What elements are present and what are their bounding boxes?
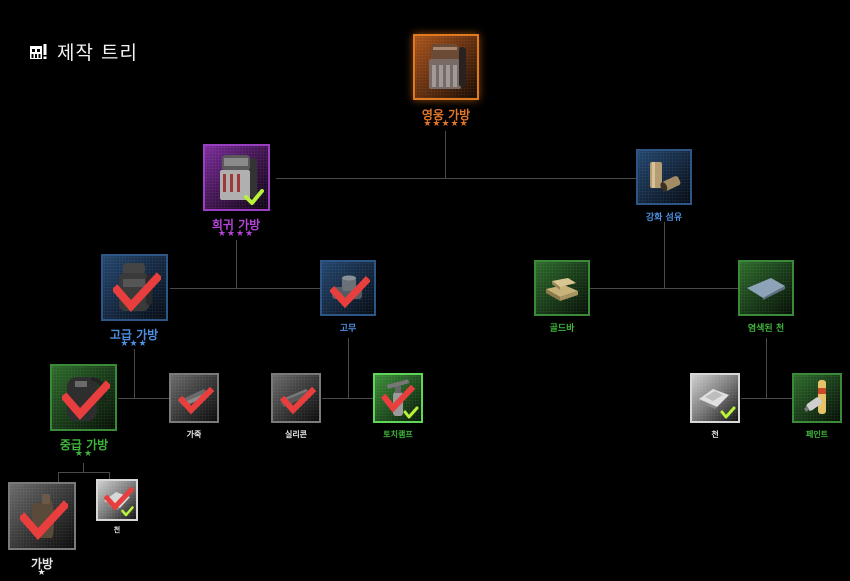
connector-line	[766, 338, 767, 398]
connector-line	[590, 288, 738, 289]
connector-line	[134, 349, 135, 398]
item-label: 중급 가방	[59, 438, 109, 452]
item-label: 천	[113, 526, 121, 534]
paint-icon	[794, 375, 840, 421]
item-bag[interactable]	[8, 482, 76, 550]
item-label: 고무	[339, 324, 357, 334]
rarity-stars: ★★	[74, 449, 94, 459]
item-hero-bag[interactable]	[413, 34, 479, 100]
gold-bar-icon	[536, 262, 588, 314]
item-label: 가방	[30, 557, 54, 571]
connector-line	[664, 222, 665, 288]
connector-line	[109, 472, 110, 480]
rarity-stars: ★	[37, 568, 47, 578]
owned-check-icon	[403, 406, 419, 419]
item-label: 페인트	[805, 430, 829, 439]
item-cloth[interactable]	[690, 373, 740, 423]
title-label: 제작 트리	[57, 42, 138, 64]
crafting-tree-icon	[30, 44, 47, 59]
item-label: 천	[711, 430, 719, 439]
rarity-stars: ★★★	[120, 339, 148, 349]
item-silicone[interactable]	[271, 373, 321, 423]
connector-line	[741, 398, 792, 399]
item-cloth-small[interactable]	[96, 479, 138, 521]
crafted-check-icon	[381, 385, 415, 413]
owned-check-icon	[121, 506, 134, 517]
item-label: 실리콘	[284, 430, 308, 439]
item-reinforced-fiber[interactable]	[636, 149, 692, 205]
crafted-check-icon	[113, 272, 161, 312]
rarity-stars: ★★★★	[217, 229, 255, 239]
connector-line	[58, 472, 59, 482]
item-advanced-bag[interactable]	[101, 254, 168, 321]
connector-line	[118, 398, 169, 399]
item-label: 영웅 가방	[421, 108, 471, 122]
connector-line	[83, 463, 84, 473]
connector-line	[236, 240, 237, 288]
crafted-check-icon	[280, 387, 316, 415]
crafted-check-icon	[178, 387, 214, 415]
crafted-check-icon	[104, 487, 134, 511]
item-label: 골드바	[549, 324, 575, 334]
item-leather[interactable]	[169, 373, 219, 423]
grid-texture	[638, 151, 690, 203]
connector-line	[276, 178, 636, 179]
item-label: 가죽	[186, 430, 202, 439]
item-dyed-cloth[interactable]	[738, 260, 794, 316]
cloth-icon	[692, 375, 738, 421]
rarity-stars: ★★★★★	[423, 119, 469, 129]
item-rare-bag[interactable]	[203, 144, 270, 211]
item-label: 희귀 가방	[211, 218, 261, 232]
owned-check-icon	[244, 189, 264, 205]
item-label: 토치램프	[383, 430, 413, 439]
item-medium-bag[interactable]	[50, 364, 117, 431]
item-gold-bar[interactable]	[534, 260, 590, 316]
connector-line	[170, 288, 320, 289]
connector-line	[322, 398, 373, 399]
crafted-check-icon	[62, 380, 110, 420]
connector-line	[445, 131, 446, 179]
item-label: 염색된 천	[747, 324, 785, 334]
item-rubber[interactable]	[320, 260, 376, 316]
backpack-icon	[205, 146, 268, 209]
owned-check-icon	[720, 406, 736, 419]
fiber-roll-icon	[638, 151, 690, 203]
item-label: 고급 가방	[109, 328, 159, 342]
connector-line	[348, 338, 349, 398]
page-title: 제작 트리	[30, 38, 138, 65]
crafted-check-icon	[20, 500, 68, 540]
cloth-icon	[740, 262, 792, 314]
backpack-icon	[415, 36, 477, 98]
connector-line	[58, 472, 110, 473]
item-torch-lamp[interactable]	[373, 373, 423, 423]
item-label: 강화 섬유	[645, 213, 683, 223]
item-paint[interactable]	[792, 373, 842, 423]
crafted-check-icon	[330, 276, 370, 308]
